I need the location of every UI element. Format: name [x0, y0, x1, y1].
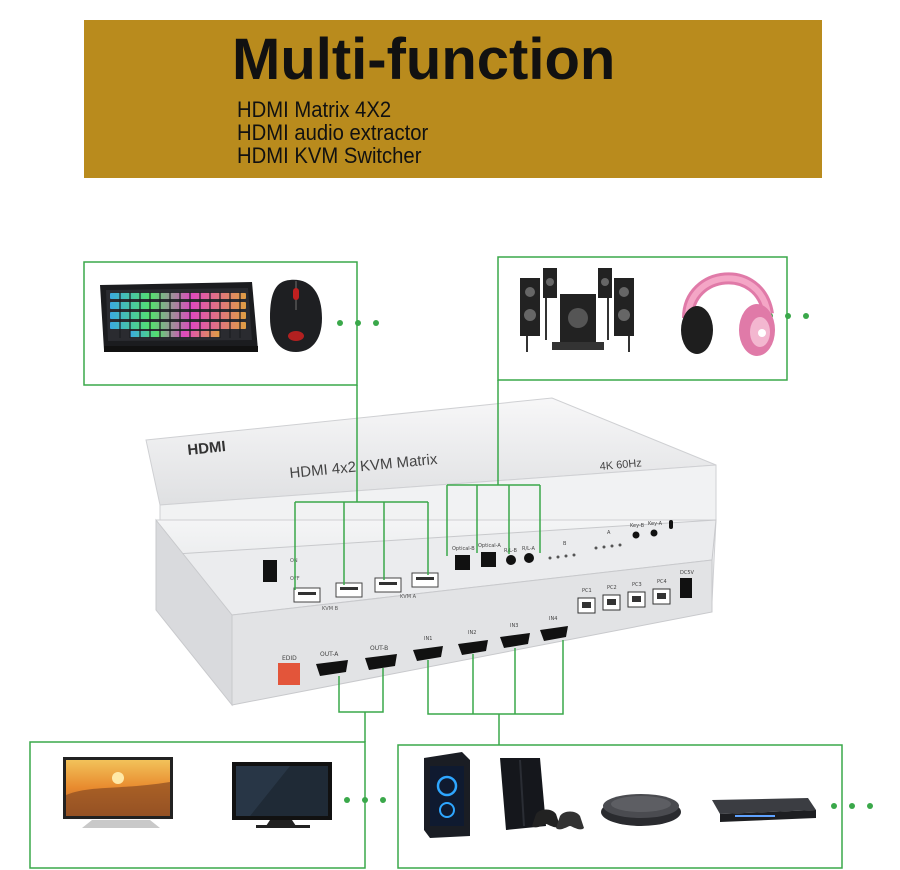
edid-label: EDID	[282, 655, 297, 662]
rl-b-jack	[506, 555, 516, 565]
power-switch	[263, 560, 277, 582]
feature-item: HDMI audio extractor	[237, 120, 429, 145]
hdmi-out-a-port	[316, 660, 348, 676]
game-console-icon	[500, 758, 584, 830]
in4-label: IN4	[549, 616, 557, 622]
sources-box	[397, 744, 843, 869]
media-box-icon	[601, 794, 681, 826]
hdmi-logo: HDMI	[187, 438, 227, 459]
rl-a-label: R/L-A	[522, 546, 536, 552]
pc3-label: PC3	[632, 582, 642, 588]
in3-label: IN3	[510, 623, 518, 629]
rl-a-jack	[524, 553, 534, 563]
hdmi-in3-port	[500, 633, 530, 648]
in2-label: IN2	[468, 630, 476, 636]
resolution-label: 4K 60Hz	[599, 457, 642, 473]
pc1-label: PC1	[582, 588, 592, 594]
feature-item: HDMI KVM Switcher	[237, 143, 422, 168]
led-group-a-label: A	[607, 530, 611, 536]
edid-dip-switch	[278, 663, 300, 685]
monitor-icon	[232, 762, 332, 828]
feature-list: HDMI Matrix 4X2 HDMI audio extractor HDM…	[237, 98, 428, 167]
key-b-button	[632, 531, 640, 539]
feature-item: HDMI Matrix 4X2	[237, 97, 392, 122]
in1-label: IN1	[424, 636, 432, 642]
key-b-label: Key-B	[630, 523, 645, 529]
ir-sensor	[669, 520, 673, 529]
optical-b-label: Optical-B	[452, 546, 475, 552]
key-a-label: Key-A	[648, 521, 663, 527]
pc4-label: PC4	[657, 579, 667, 585]
optical-b-port	[455, 555, 470, 570]
kvm-a-label: KVM A	[400, 594, 417, 600]
more-dots-icon	[337, 313, 873, 809]
hdmi-in1-port	[413, 646, 443, 661]
tv-icon	[63, 757, 173, 828]
connector-lines	[294, 380, 564, 745]
hdmi-in4-port	[540, 626, 568, 641]
status-leds	[548, 543, 622, 560]
banner-title: Multi-function	[232, 27, 616, 92]
speaker-system-icon	[520, 268, 634, 352]
kvm-b-label: KVM B	[322, 606, 339, 612]
optical-a-port	[481, 552, 496, 567]
optical-a-label: Optical-A	[478, 543, 501, 549]
kvm-matrix-device: HDMI HDMI 4x2 KVM Matrix 4K 60Hz ON OFF …	[145, 397, 717, 707]
key-a-button	[650, 529, 658, 537]
led-group-b-label: B	[563, 541, 567, 547]
hdmi-in2-port	[458, 640, 488, 655]
out-b-label: OUT-B	[370, 645, 388, 652]
on-label: ON	[290, 558, 298, 564]
pc2-label: PC2	[607, 585, 617, 591]
headphones-icon	[681, 272, 775, 356]
hdmi-out-b-port	[365, 654, 397, 670]
displays-box	[29, 741, 366, 869]
rl-b-label: R/L-B	[504, 548, 517, 554]
dvd-player-icon	[712, 798, 816, 822]
dc-label: DC5V	[680, 570, 695, 576]
audio-devices-box	[497, 256, 788, 381]
mouse-icon	[270, 279, 322, 352]
out-a-label: OUT-A	[320, 651, 339, 658]
title-banner: Multi-function HDMI Matrix 4X2 HDMI audi…	[84, 20, 822, 178]
dc-power-jack	[680, 578, 692, 598]
keyboard-icon	[100, 282, 258, 352]
pc-tower-icon	[424, 752, 470, 838]
